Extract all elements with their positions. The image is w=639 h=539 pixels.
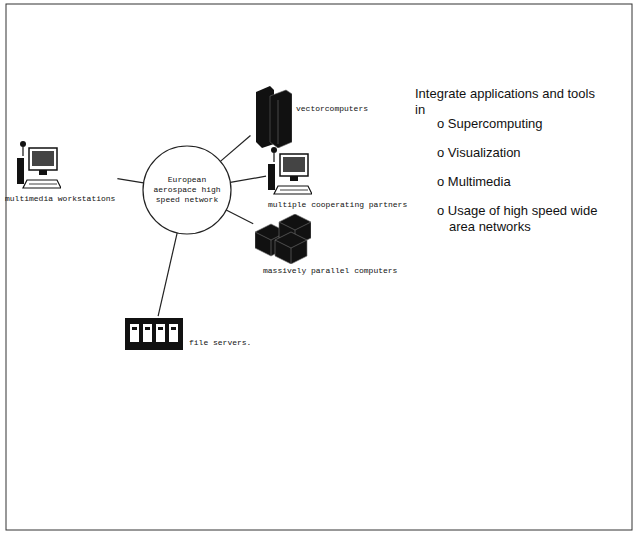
network-link xyxy=(220,135,250,161)
network-link xyxy=(230,176,266,182)
bullet-item: o Supercomputing xyxy=(437,116,599,132)
monitor-stand xyxy=(39,170,47,175)
network-link xyxy=(226,210,253,224)
keyboard xyxy=(274,186,312,194)
camera xyxy=(20,141,26,147)
monitor-stand xyxy=(290,176,298,181)
screen xyxy=(32,151,54,166)
cube-edge xyxy=(275,240,307,248)
node-label: multimedia workstations xyxy=(5,194,115,204)
computer-node: vectorcomputers xyxy=(252,86,368,148)
bullet-item: o Multimedia xyxy=(437,174,599,190)
slot-mark xyxy=(145,327,150,330)
monitor xyxy=(280,154,308,176)
server-slot xyxy=(143,324,152,342)
cube-body xyxy=(275,232,307,264)
network-link xyxy=(117,179,143,183)
keyboard xyxy=(23,180,61,188)
slot-mark xyxy=(171,327,176,330)
computer-node: multimedia workstations xyxy=(5,140,115,204)
network-name: European aerospace high speed network xyxy=(152,175,222,205)
intro-text: Integrate applications and tools in xyxy=(415,86,595,118)
keyboard-keys xyxy=(280,190,308,191)
node-label: vectorcomputers xyxy=(296,104,368,114)
cube-edge xyxy=(271,240,272,256)
camera-stand xyxy=(22,147,23,156)
tower xyxy=(268,164,275,190)
frame-border xyxy=(6,4,632,530)
network-circle: European aerospace high speed network xyxy=(142,145,232,235)
server-case xyxy=(125,318,183,350)
camera-stand xyxy=(273,153,274,162)
computer-node: massively parallel computers xyxy=(255,214,397,276)
tower-front xyxy=(270,90,292,148)
server-slot xyxy=(130,324,139,342)
computer-icon xyxy=(268,146,312,198)
computer-icon xyxy=(255,214,311,264)
cube xyxy=(275,232,307,264)
slot-mark xyxy=(132,327,137,330)
camera xyxy=(271,147,277,153)
keyboard-keys xyxy=(29,184,57,185)
circle-shape xyxy=(143,146,231,234)
server-slot xyxy=(169,324,178,342)
cube-edge xyxy=(291,248,292,264)
monitor xyxy=(29,148,57,170)
cube-edge xyxy=(279,222,311,230)
computer-node: multiple cooperating partners xyxy=(268,146,407,210)
server-slot xyxy=(156,324,165,342)
computer-icon xyxy=(17,140,61,192)
bullet-item: o Usage of high speed wide area networks xyxy=(437,203,599,235)
screen xyxy=(283,157,305,172)
bullet-item: o Visualization xyxy=(437,145,599,161)
node-label: massively parallel computers xyxy=(263,266,397,276)
computer-icon xyxy=(252,86,292,148)
tower-edge xyxy=(278,100,279,144)
slot-mark xyxy=(158,327,163,330)
computer-node: file servers. xyxy=(125,318,251,350)
network-link xyxy=(158,233,177,316)
node-label: file servers. xyxy=(189,338,251,348)
node-label: multiple cooperating partners xyxy=(268,200,407,210)
tower xyxy=(17,158,24,184)
computer-icon xyxy=(125,318,183,350)
